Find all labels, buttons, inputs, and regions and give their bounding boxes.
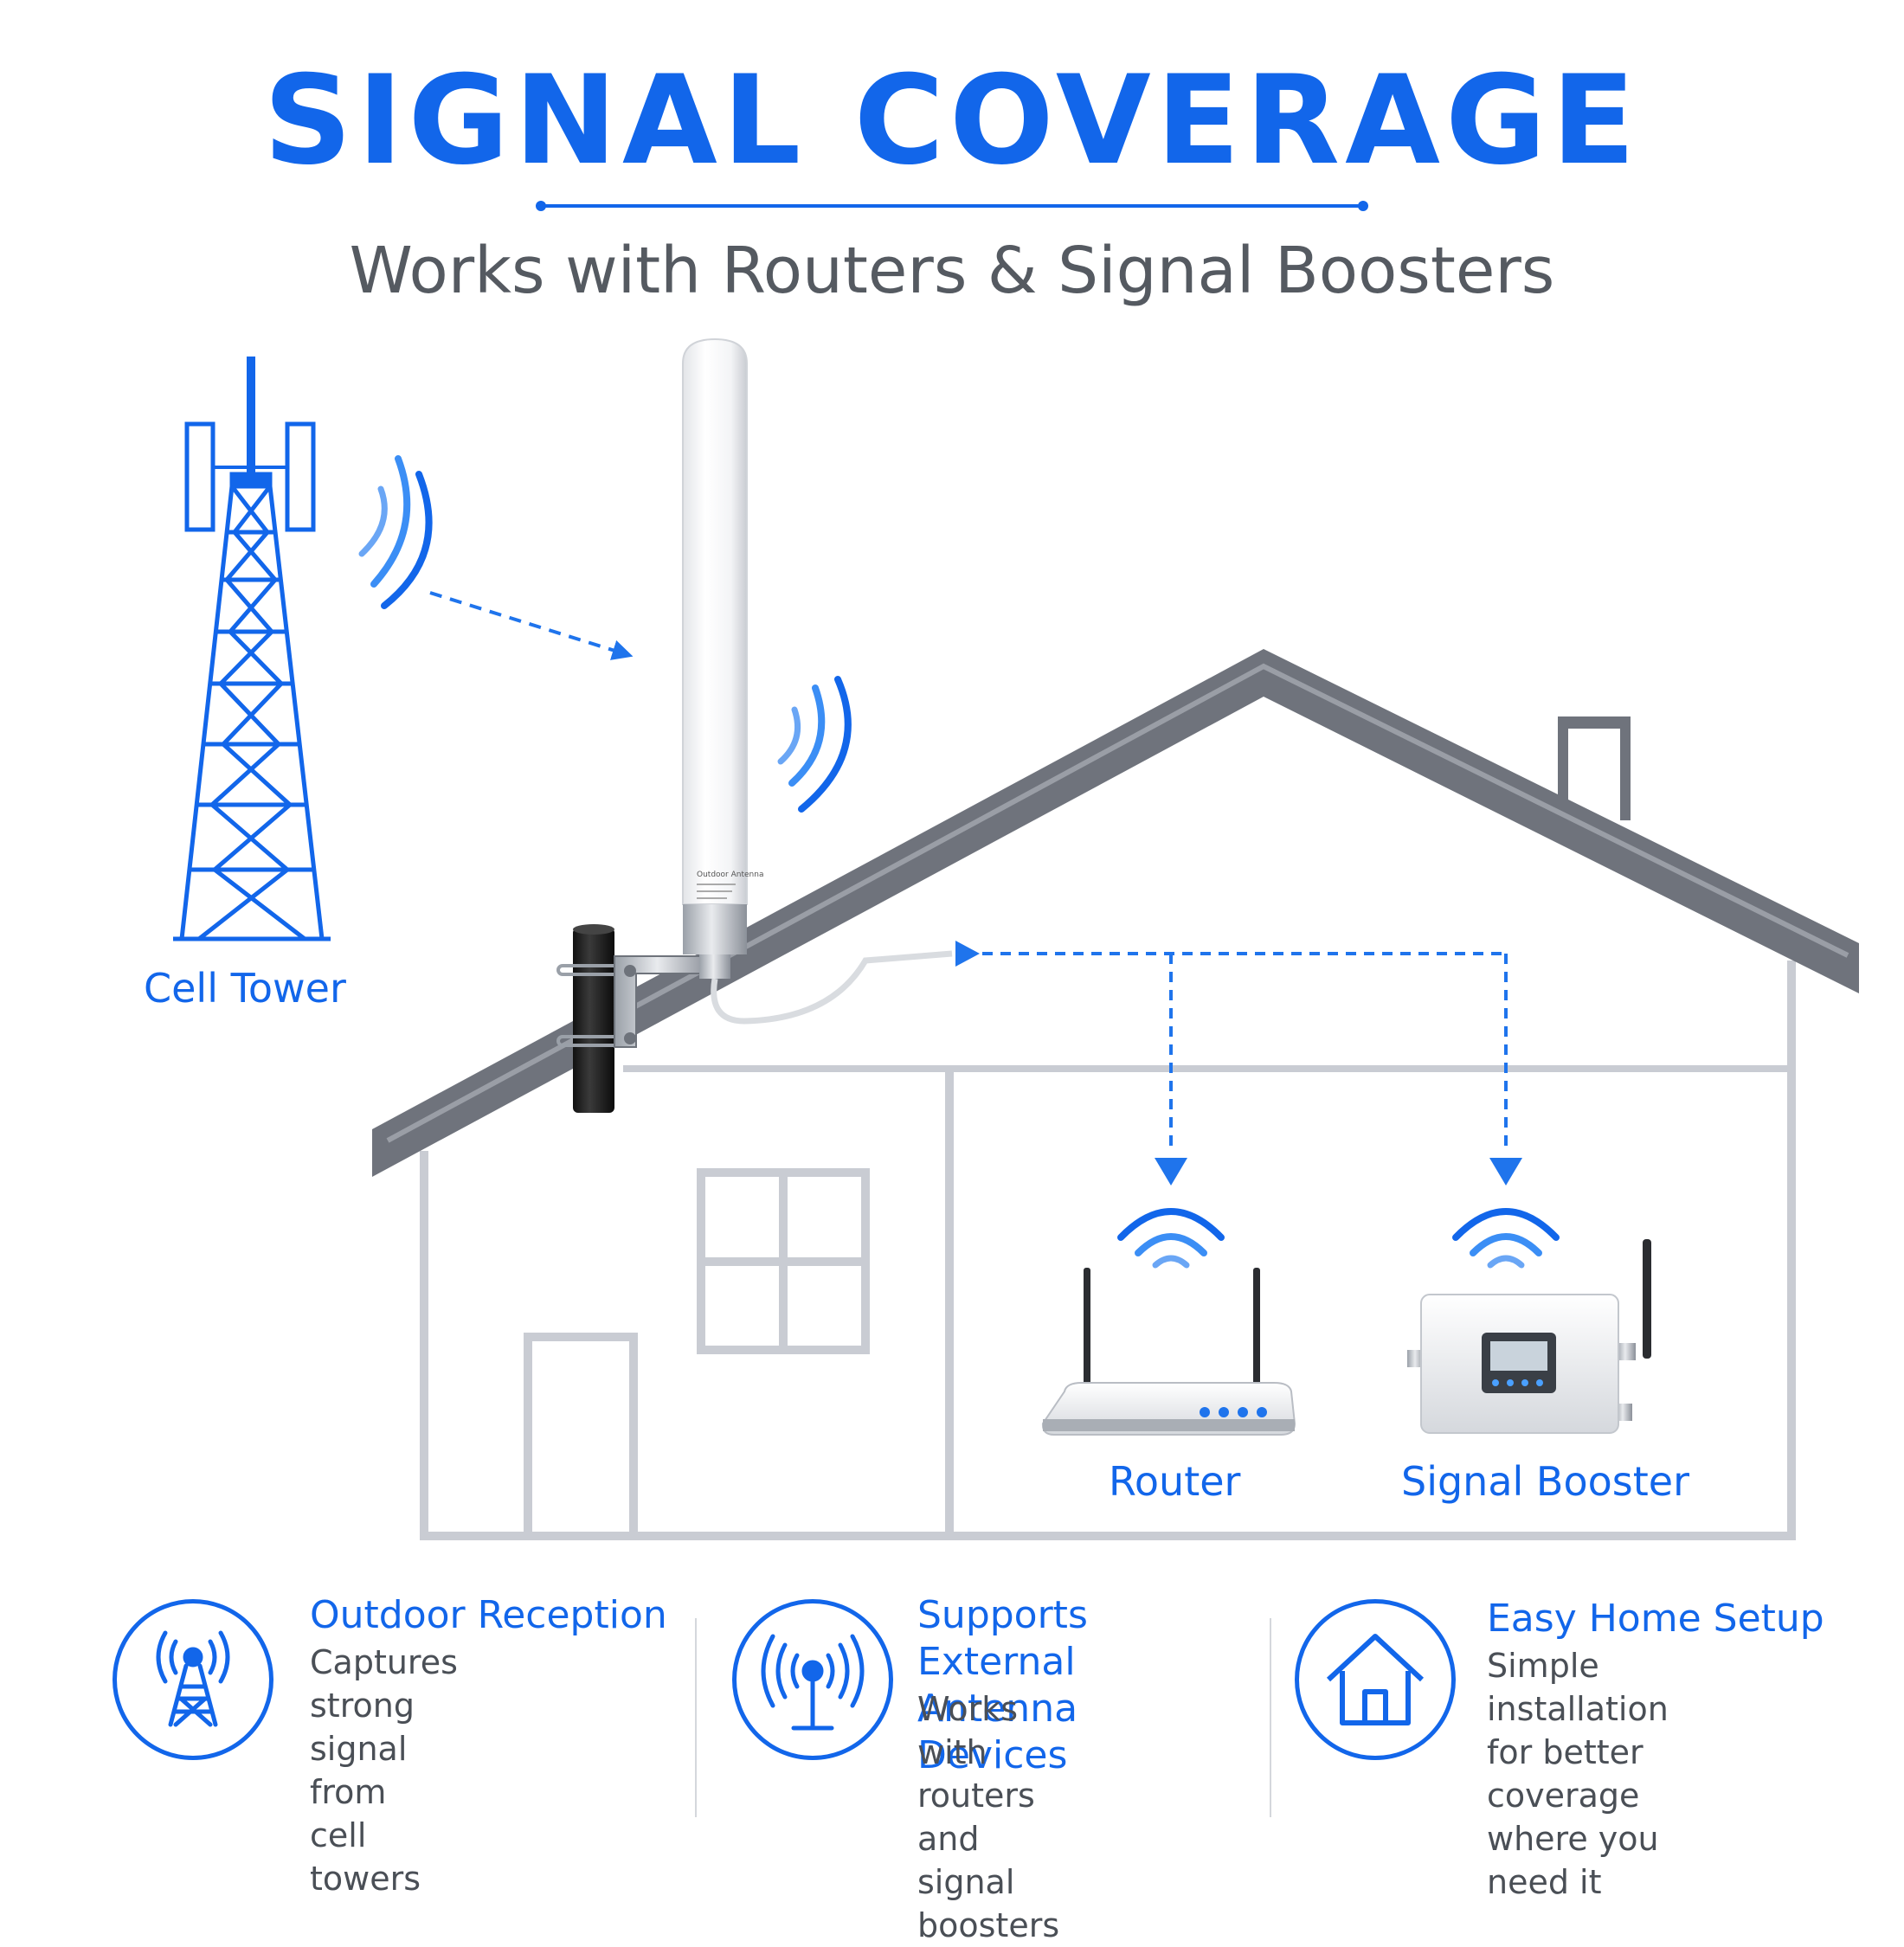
router-device (1041, 1268, 1296, 1436)
antenna-signal-waves (777, 676, 852, 813)
feature-title: Supports External Antenna Devices (917, 1593, 1088, 1777)
tower-signal-waves (358, 455, 433, 609)
page-title: SIGNAL COVERAGE (263, 49, 1641, 192)
feature-divider (1270, 1618, 1271, 1817)
cell-tower-label: Cell Tower (144, 965, 346, 1012)
signal-booster-device (1407, 1239, 1651, 1434)
page-subtitle: Works with Routers & Signal Boosters (349, 234, 1555, 308)
cell-tower (173, 357, 331, 941)
booster-arrow-head (1489, 1158, 1522, 1186)
antenna-icon (732, 1599, 893, 1760)
feature-divider (695, 1618, 697, 1817)
router-arrow-head (1155, 1158, 1187, 1186)
router-wifi-icon (1117, 1208, 1225, 1269)
tower-to-antenna-arrow (429, 591, 634, 660)
cable-arrow-head (955, 941, 980, 967)
home-icon (1295, 1599, 1456, 1760)
feature-description: Captures strong signal from cell towers (310, 1643, 458, 1898)
coverage-diagram: Outdoor Antenna (173, 337, 1859, 1540)
feature-description: Simple installation for better coverage … (1487, 1647, 1669, 1901)
antenna-cable (711, 950, 953, 1025)
outdoor-antenna: Outdoor Antenna (682, 337, 763, 979)
feature-title: Easy Home Setup (1487, 1597, 1824, 1641)
booster-wifi-icon (1452, 1208, 1560, 1269)
antenna-print: Outdoor Antenna (697, 871, 763, 879)
feature-title: Outdoor Reception (310, 1593, 667, 1637)
feature-description: Works with routers and signal boosters (917, 1690, 1060, 1944)
cell-tower-icon (113, 1599, 273, 1760)
router-label: Router (1109, 1458, 1241, 1505)
signal-booster-label: Signal Booster (1401, 1458, 1689, 1505)
title-divider (536, 201, 1368, 211)
signal-distribution-lines (982, 952, 1508, 1151)
